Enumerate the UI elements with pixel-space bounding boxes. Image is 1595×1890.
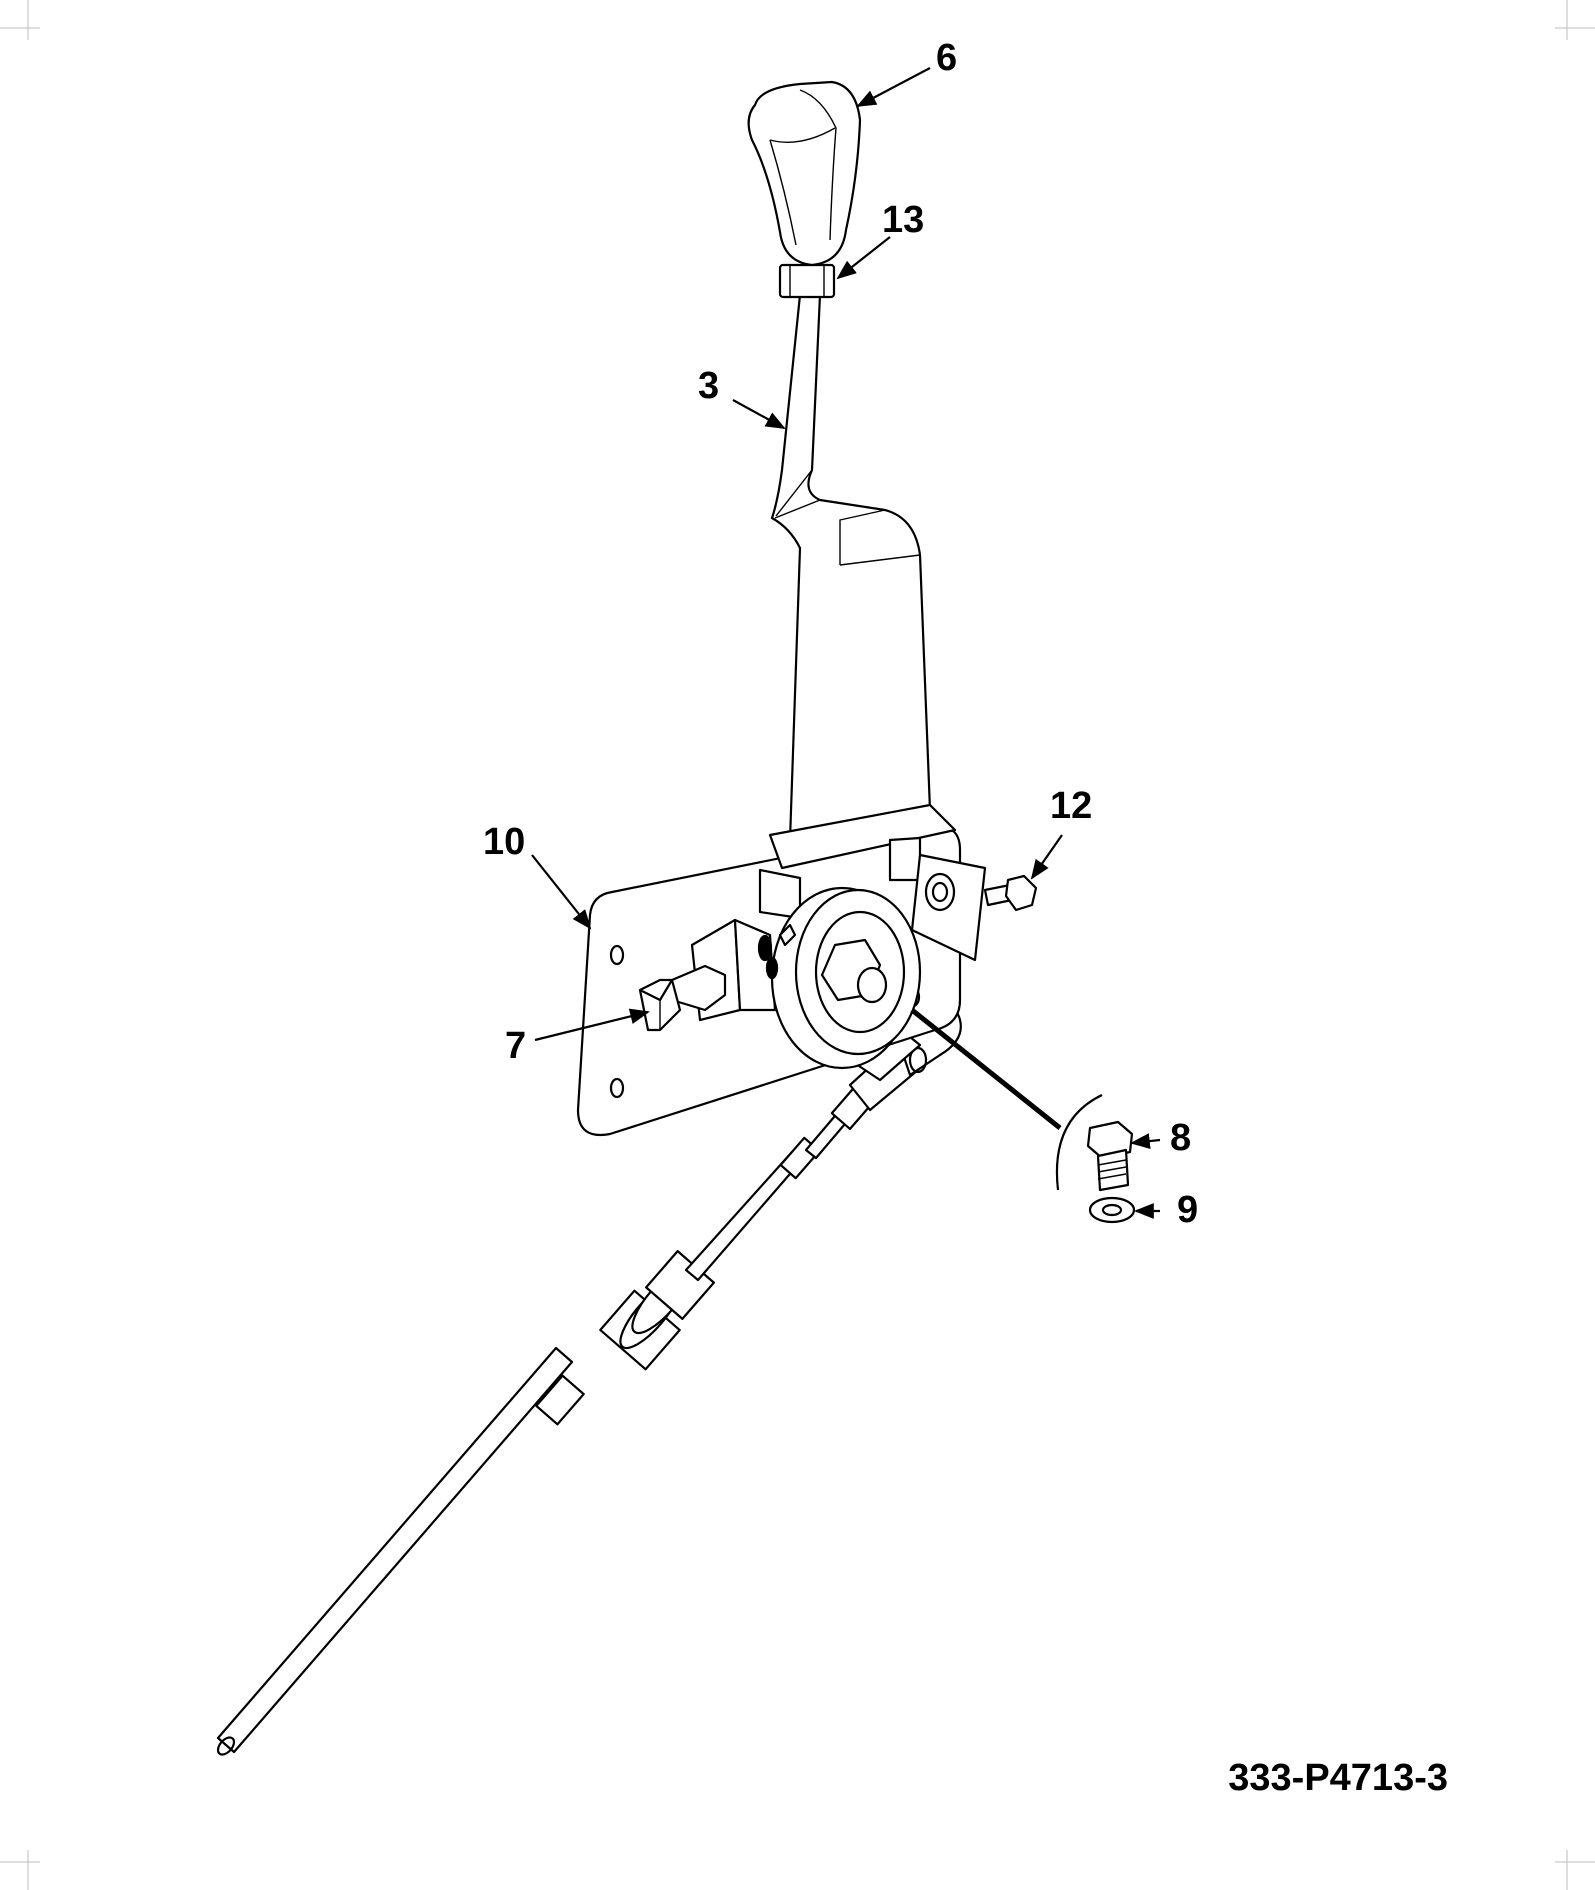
callout-8: 8: [1170, 1117, 1191, 1159]
control-cable: [216, 1081, 878, 1756]
callout-13: 13: [882, 199, 924, 241]
cotter-pin: [757, 923, 797, 980]
bolt-8: [1086, 1120, 1134, 1192]
hex-nut-7: [638, 964, 727, 1032]
callout-12: 12: [1050, 785, 1092, 827]
callout-6: 6: [936, 37, 957, 79]
control-lever: [768, 263, 957, 870]
callout-10: 10: [483, 821, 525, 863]
friction-assembly: [690, 836, 987, 1070]
detail-callout: [910, 1008, 1103, 1191]
document-number: 333-P4713-3: [1228, 1757, 1448, 1799]
callout-3: 3: [698, 365, 719, 407]
lever-knob: [747, 80, 862, 267]
leader-lines: [531, 67, 1161, 1219]
callout-7: 7: [505, 1025, 526, 1067]
callout-9: 9: [1177, 1189, 1198, 1231]
bolt-12: [983, 874, 1038, 912]
washer-9: [1088, 1196, 1136, 1224]
